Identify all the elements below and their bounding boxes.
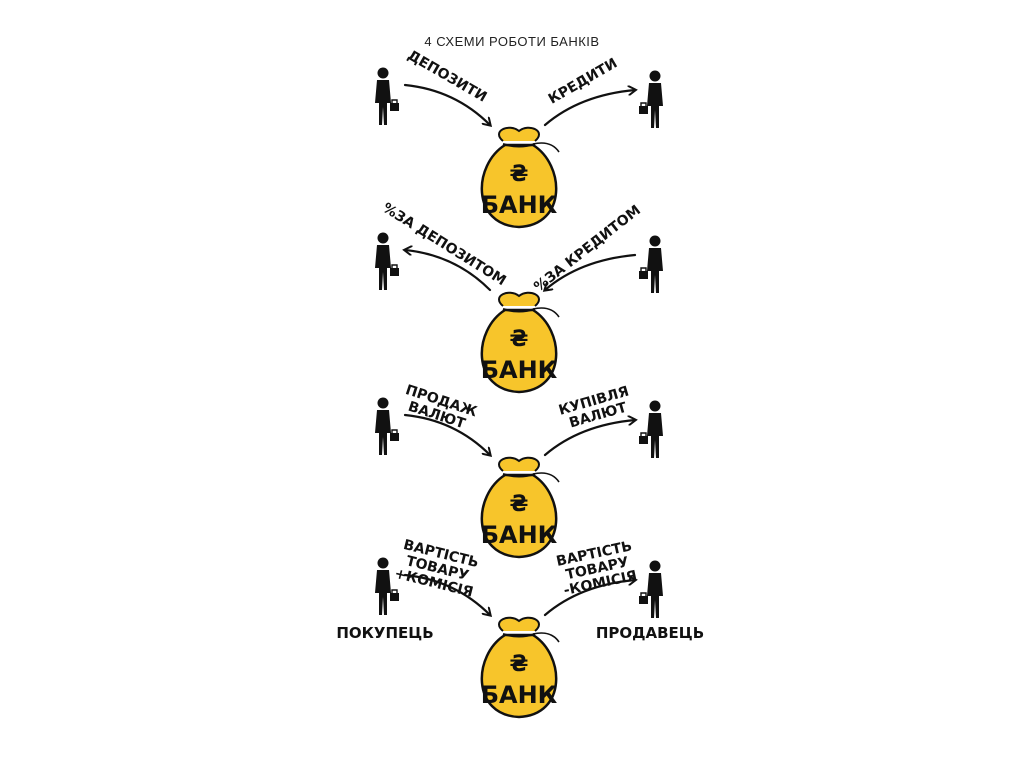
flow-label-right: КРЕДИТИ [546, 55, 620, 107]
scheme-3: ₴ БАНК ПРОДАЖВАЛЮТ КУПІВЛЯВАЛЮТ [374, 382, 663, 559]
person-right-icon [639, 561, 663, 619]
flow-label-left: ДЕПОЗИТИ [405, 47, 490, 105]
flow-label-line: ДЕПОЗИТИ [405, 47, 490, 105]
hryvnia-symbol: ₴ [510, 492, 529, 517]
money-bag-icon: ₴ БАНК [480, 291, 560, 394]
buyer-label: ПОКУПЕЦЬ [336, 624, 433, 642]
flow-label-right: ВАРТІСТЬТОВАРУ-КОМІСІЯ [555, 538, 640, 599]
arrow-left [405, 250, 492, 292]
person-right-icon [639, 401, 663, 459]
bank-label: БАНК [481, 356, 558, 384]
arrow-left [403, 413, 490, 455]
roles-layer: ПОКУПЕЦЬ ПРОДАВЕЦЬ [336, 624, 704, 642]
person-left-icon [374, 66, 400, 126]
person-left-icon [374, 231, 400, 291]
money-bag-icon: ₴ БАНК [480, 456, 560, 559]
money-bag-icon: ₴ БАНК [480, 616, 560, 719]
person-left-icon [374, 556, 400, 616]
scheme-2: ₴БАНК%ЗА ДЕПОЗИТОМ%ЗА КРЕДИТОМ [374, 200, 663, 394]
arrow-right [543, 90, 635, 127]
hryvnia-symbol: ₴ [510, 327, 529, 352]
hryvnia-symbol: ₴ [510, 162, 529, 187]
hryvnia-symbol: ₴ [510, 652, 529, 677]
arrow-left [403, 83, 490, 125]
bank-label: БАНК [481, 191, 558, 219]
bank-label: БАНК [481, 521, 558, 549]
person-right-icon [639, 236, 663, 294]
flow-label-left: ПРОДАЖВАЛЮТ [399, 382, 479, 434]
person-right-icon [639, 71, 663, 129]
arrow-left [403, 573, 490, 615]
arrow-right [543, 580, 635, 617]
person-left-icon [374, 396, 400, 456]
scheme-1: ₴ БАНК ДЕПОЗИТИ КРЕДИТИ [374, 47, 663, 229]
flow-label-right: КУПІВЛЯВАЛЮТ [557, 384, 635, 434]
money-bag-icon: ₴ БАНК [480, 126, 560, 229]
arrow-right [543, 420, 635, 457]
arrow-right [545, 253, 637, 290]
flow-label-left: ВАРТІСТЬТОВАРУ+КОМІСІЯ [393, 537, 482, 601]
page-title: 4 СХЕМИ РОБОТИ БАНКІВ [424, 34, 600, 49]
bank-label: БАНК [481, 681, 558, 709]
flow-label-line: КРЕДИТИ [546, 55, 620, 107]
seller-label: ПРОДАВЕЦЬ [596, 624, 704, 642]
